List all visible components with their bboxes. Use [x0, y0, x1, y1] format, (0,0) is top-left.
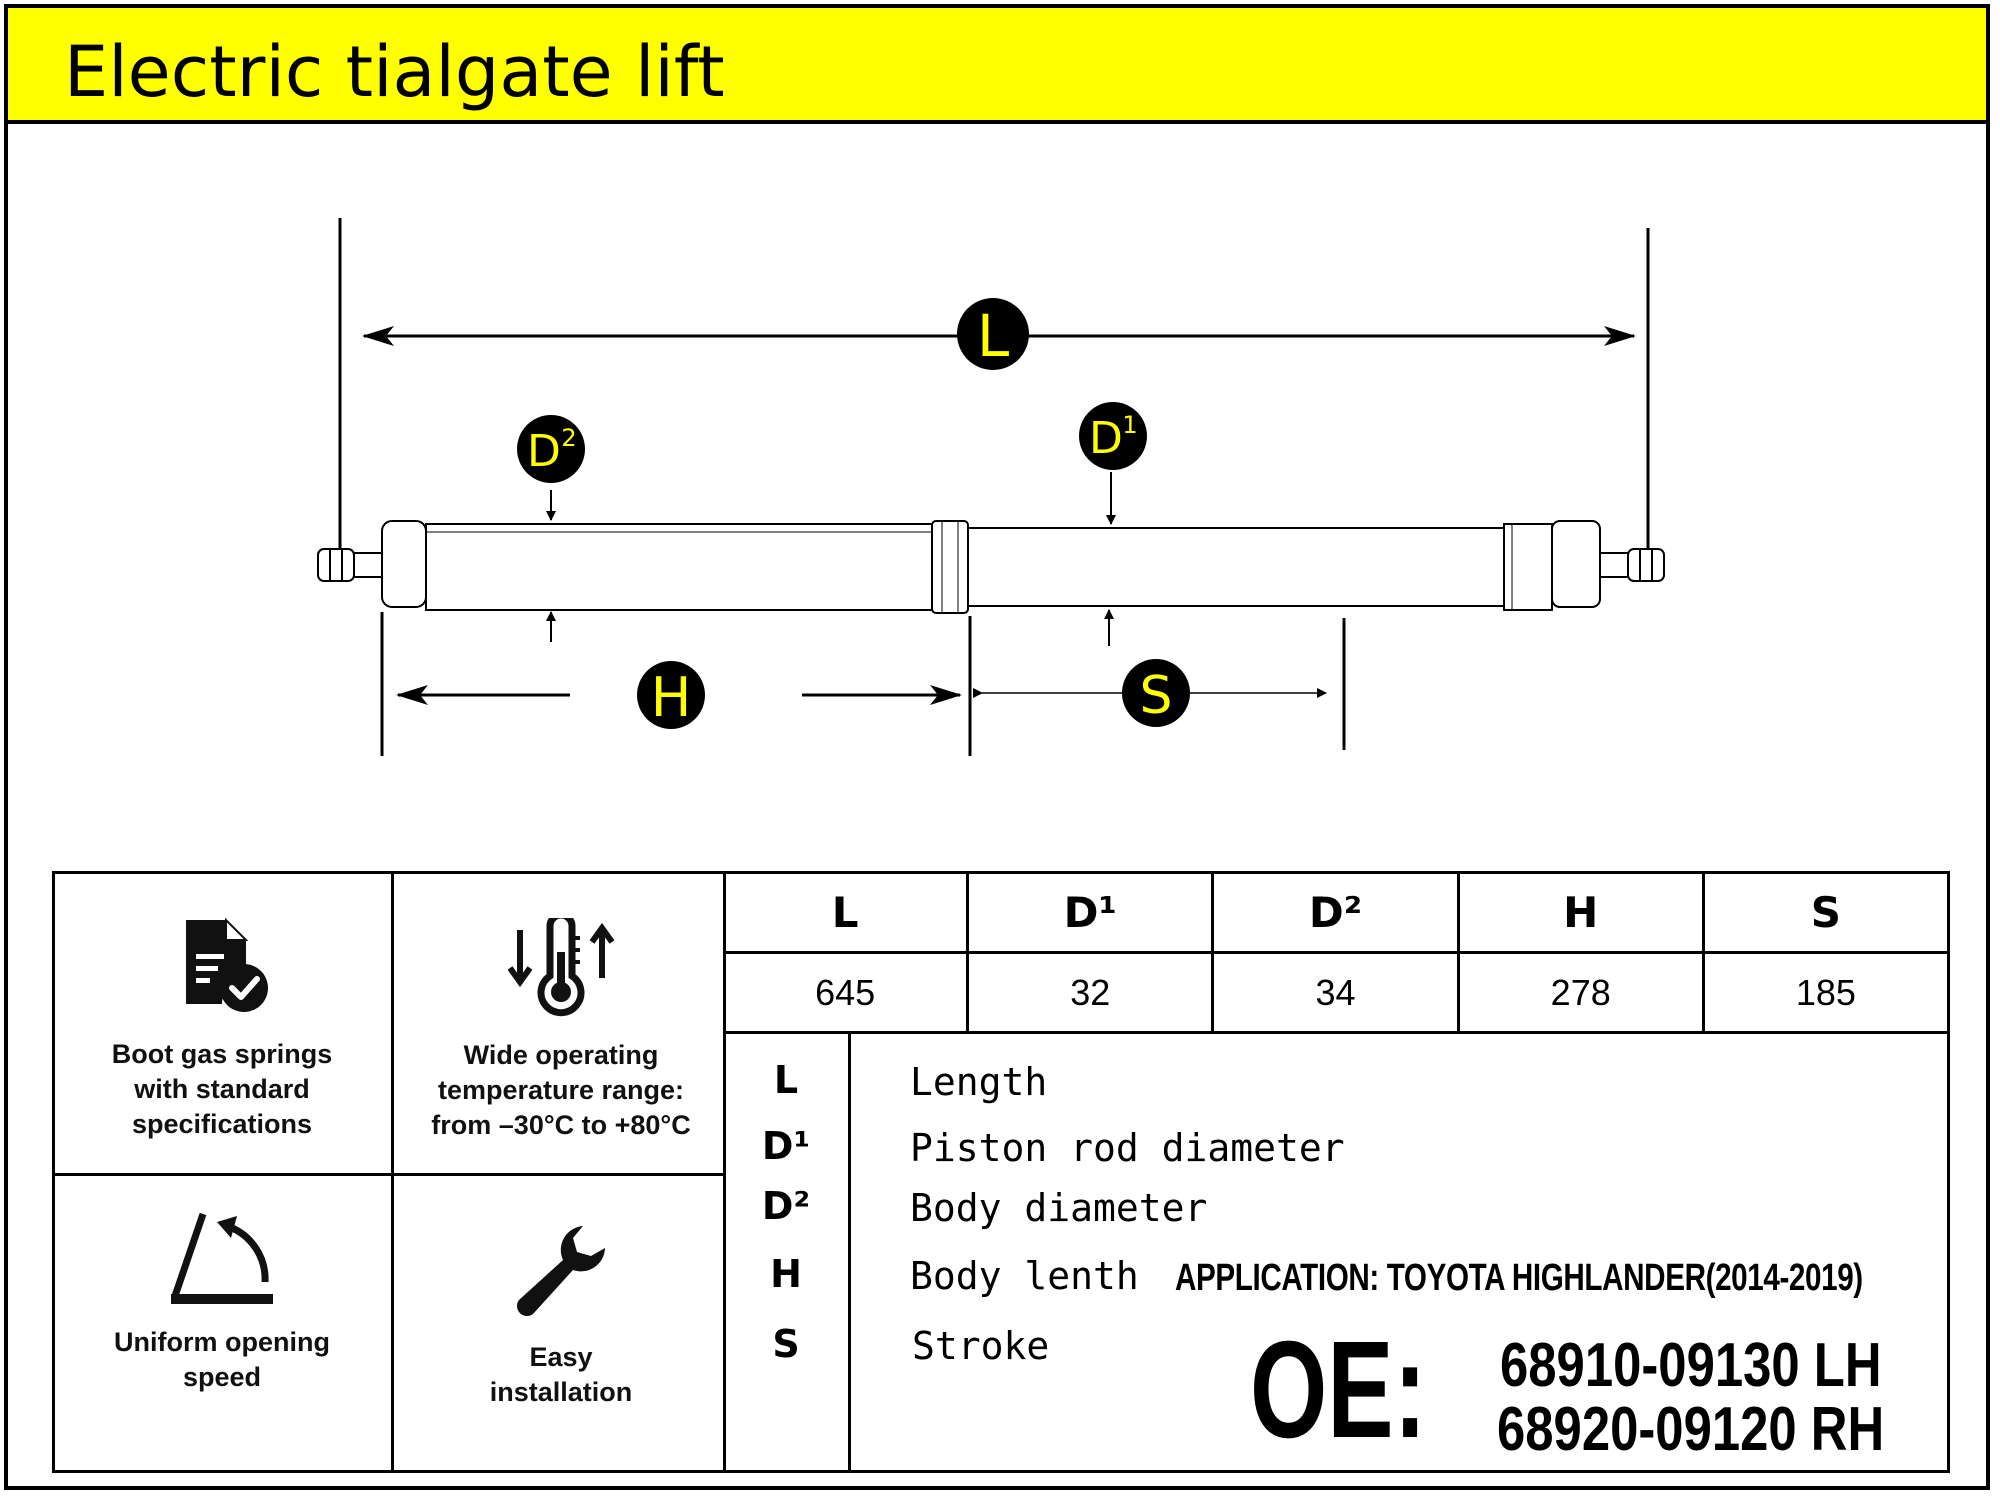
- page-title: Electric tialgate lift: [64, 31, 725, 113]
- feature-easy-installation: Easy installation: [394, 1176, 728, 1473]
- features-divider-vertical: [391, 874, 394, 1470]
- legend-symbol: D²: [761, 1184, 811, 1228]
- spec-value-l: 645: [724, 954, 970, 1031]
- spec-table: L D¹ D² H S 645 32 34 278 185 L D¹ D² H …: [724, 871, 1950, 1473]
- features-divider-horizontal: [55, 1173, 723, 1176]
- spec-header-h: H: [1460, 874, 1705, 951]
- feature-caption: Uniform opening speed: [114, 1327, 330, 1392]
- feature-caption: Easy installation: [489, 1342, 633, 1407]
- document-check-icon: [55, 916, 389, 1016]
- legend-description: Length: [910, 1060, 1048, 1104]
- spec-value-d1: 32: [969, 954, 1215, 1031]
- callout-s: S: [1122, 659, 1190, 727]
- feature-caption: Boot gas springs with standard specifica…: [111, 1039, 333, 1139]
- legend-description: Body diameter: [910, 1186, 1208, 1230]
- svg-text:D: D: [527, 426, 561, 477]
- spec-header-l: L: [724, 874, 970, 951]
- title-bar: Electric tialgate lift: [8, 8, 1986, 124]
- spec-header-d1: D¹: [969, 874, 1215, 951]
- oe-number-rh: 68920-09120 RH: [1497, 1395, 1885, 1464]
- legend-description: Body lenth: [910, 1254, 1139, 1298]
- callout-d2: D 2: [517, 415, 585, 483]
- opening-angle-icon: [55, 1206, 389, 1310]
- callout-h: H: [637, 661, 705, 729]
- callout-d1: D 1: [1079, 402, 1147, 470]
- spec-value-row: 645 32 34 278 185: [724, 954, 1947, 1034]
- thermometer-icon: [394, 918, 728, 1018]
- oe-label: OE:: [1250, 1313, 1427, 1467]
- feature-caption: Wide operating temperature range: from –…: [431, 1040, 691, 1140]
- feature-temperature-range: Wide operating temperature range: from –…: [394, 874, 728, 1171]
- spec-header-d2: D²: [1214, 874, 1460, 951]
- svg-text:D: D: [1089, 413, 1123, 464]
- svg-text:2: 2: [561, 424, 576, 452]
- strut-diagram: L D 2 D 1 H S: [317, 218, 1665, 756]
- legend-description: Stroke: [912, 1324, 1050, 1368]
- callout-l: L: [957, 298, 1029, 370]
- spec-value-s: 185: [1795, 971, 1856, 1013]
- legend-symbol-column: L D¹ D² H S: [724, 1034, 851, 1473]
- legend-symbol: D¹: [761, 1124, 811, 1168]
- svg-text:L: L: [977, 302, 1009, 370]
- legend-symbol: H: [770, 1252, 802, 1296]
- spec-header-s: S: [1810, 888, 1842, 937]
- legend-symbol: S: [772, 1322, 800, 1366]
- svg-text:1: 1: [1122, 411, 1137, 439]
- oe-number-lh: 68910-09130 LH: [1500, 1331, 1882, 1400]
- features-grid: Boot gas springs with standard specifica…: [52, 871, 726, 1473]
- spec-value-d2: 34: [1214, 954, 1460, 1031]
- legend-description: Piston rod diameter: [910, 1126, 1345, 1170]
- feature-standard-specs: Boot gas springs with standard specifica…: [55, 874, 389, 1171]
- page-frame: [4, 4, 1990, 1490]
- application-note: APPLICATION: TOYOTA HIGHLANDER(2014-2019…: [1175, 1257, 1863, 1299]
- wrench-icon: [394, 1222, 728, 1318]
- svg-text:H: H: [651, 666, 692, 729]
- gas-strut: [317, 520, 1665, 614]
- legend-symbol: L: [773, 1058, 799, 1102]
- spec-value-h: 278: [1460, 954, 1705, 1031]
- svg-text:S: S: [1139, 666, 1172, 726]
- feature-uniform-speed: Uniform opening speed: [55, 1176, 389, 1473]
- spec-header-row: L D¹ D² H S: [724, 874, 1947, 954]
